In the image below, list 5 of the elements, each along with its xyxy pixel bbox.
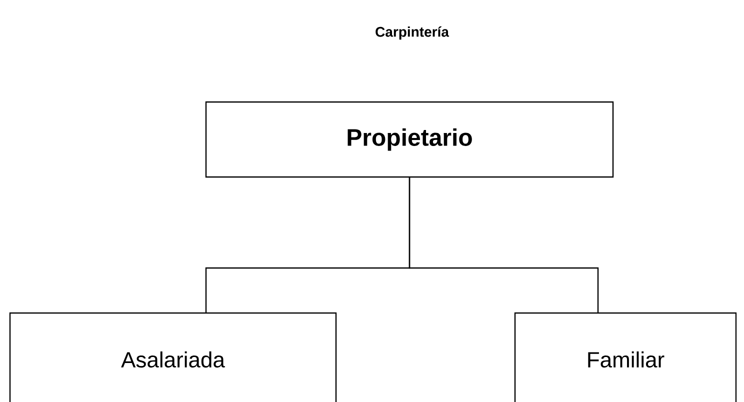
org-box: Propietario (205, 101, 614, 178)
org-box: Familiar (514, 312, 737, 402)
org-box: Asalariada (9, 312, 337, 402)
connector-line (408, 177, 599, 313)
title: Carpintería (376, 26, 450, 40)
